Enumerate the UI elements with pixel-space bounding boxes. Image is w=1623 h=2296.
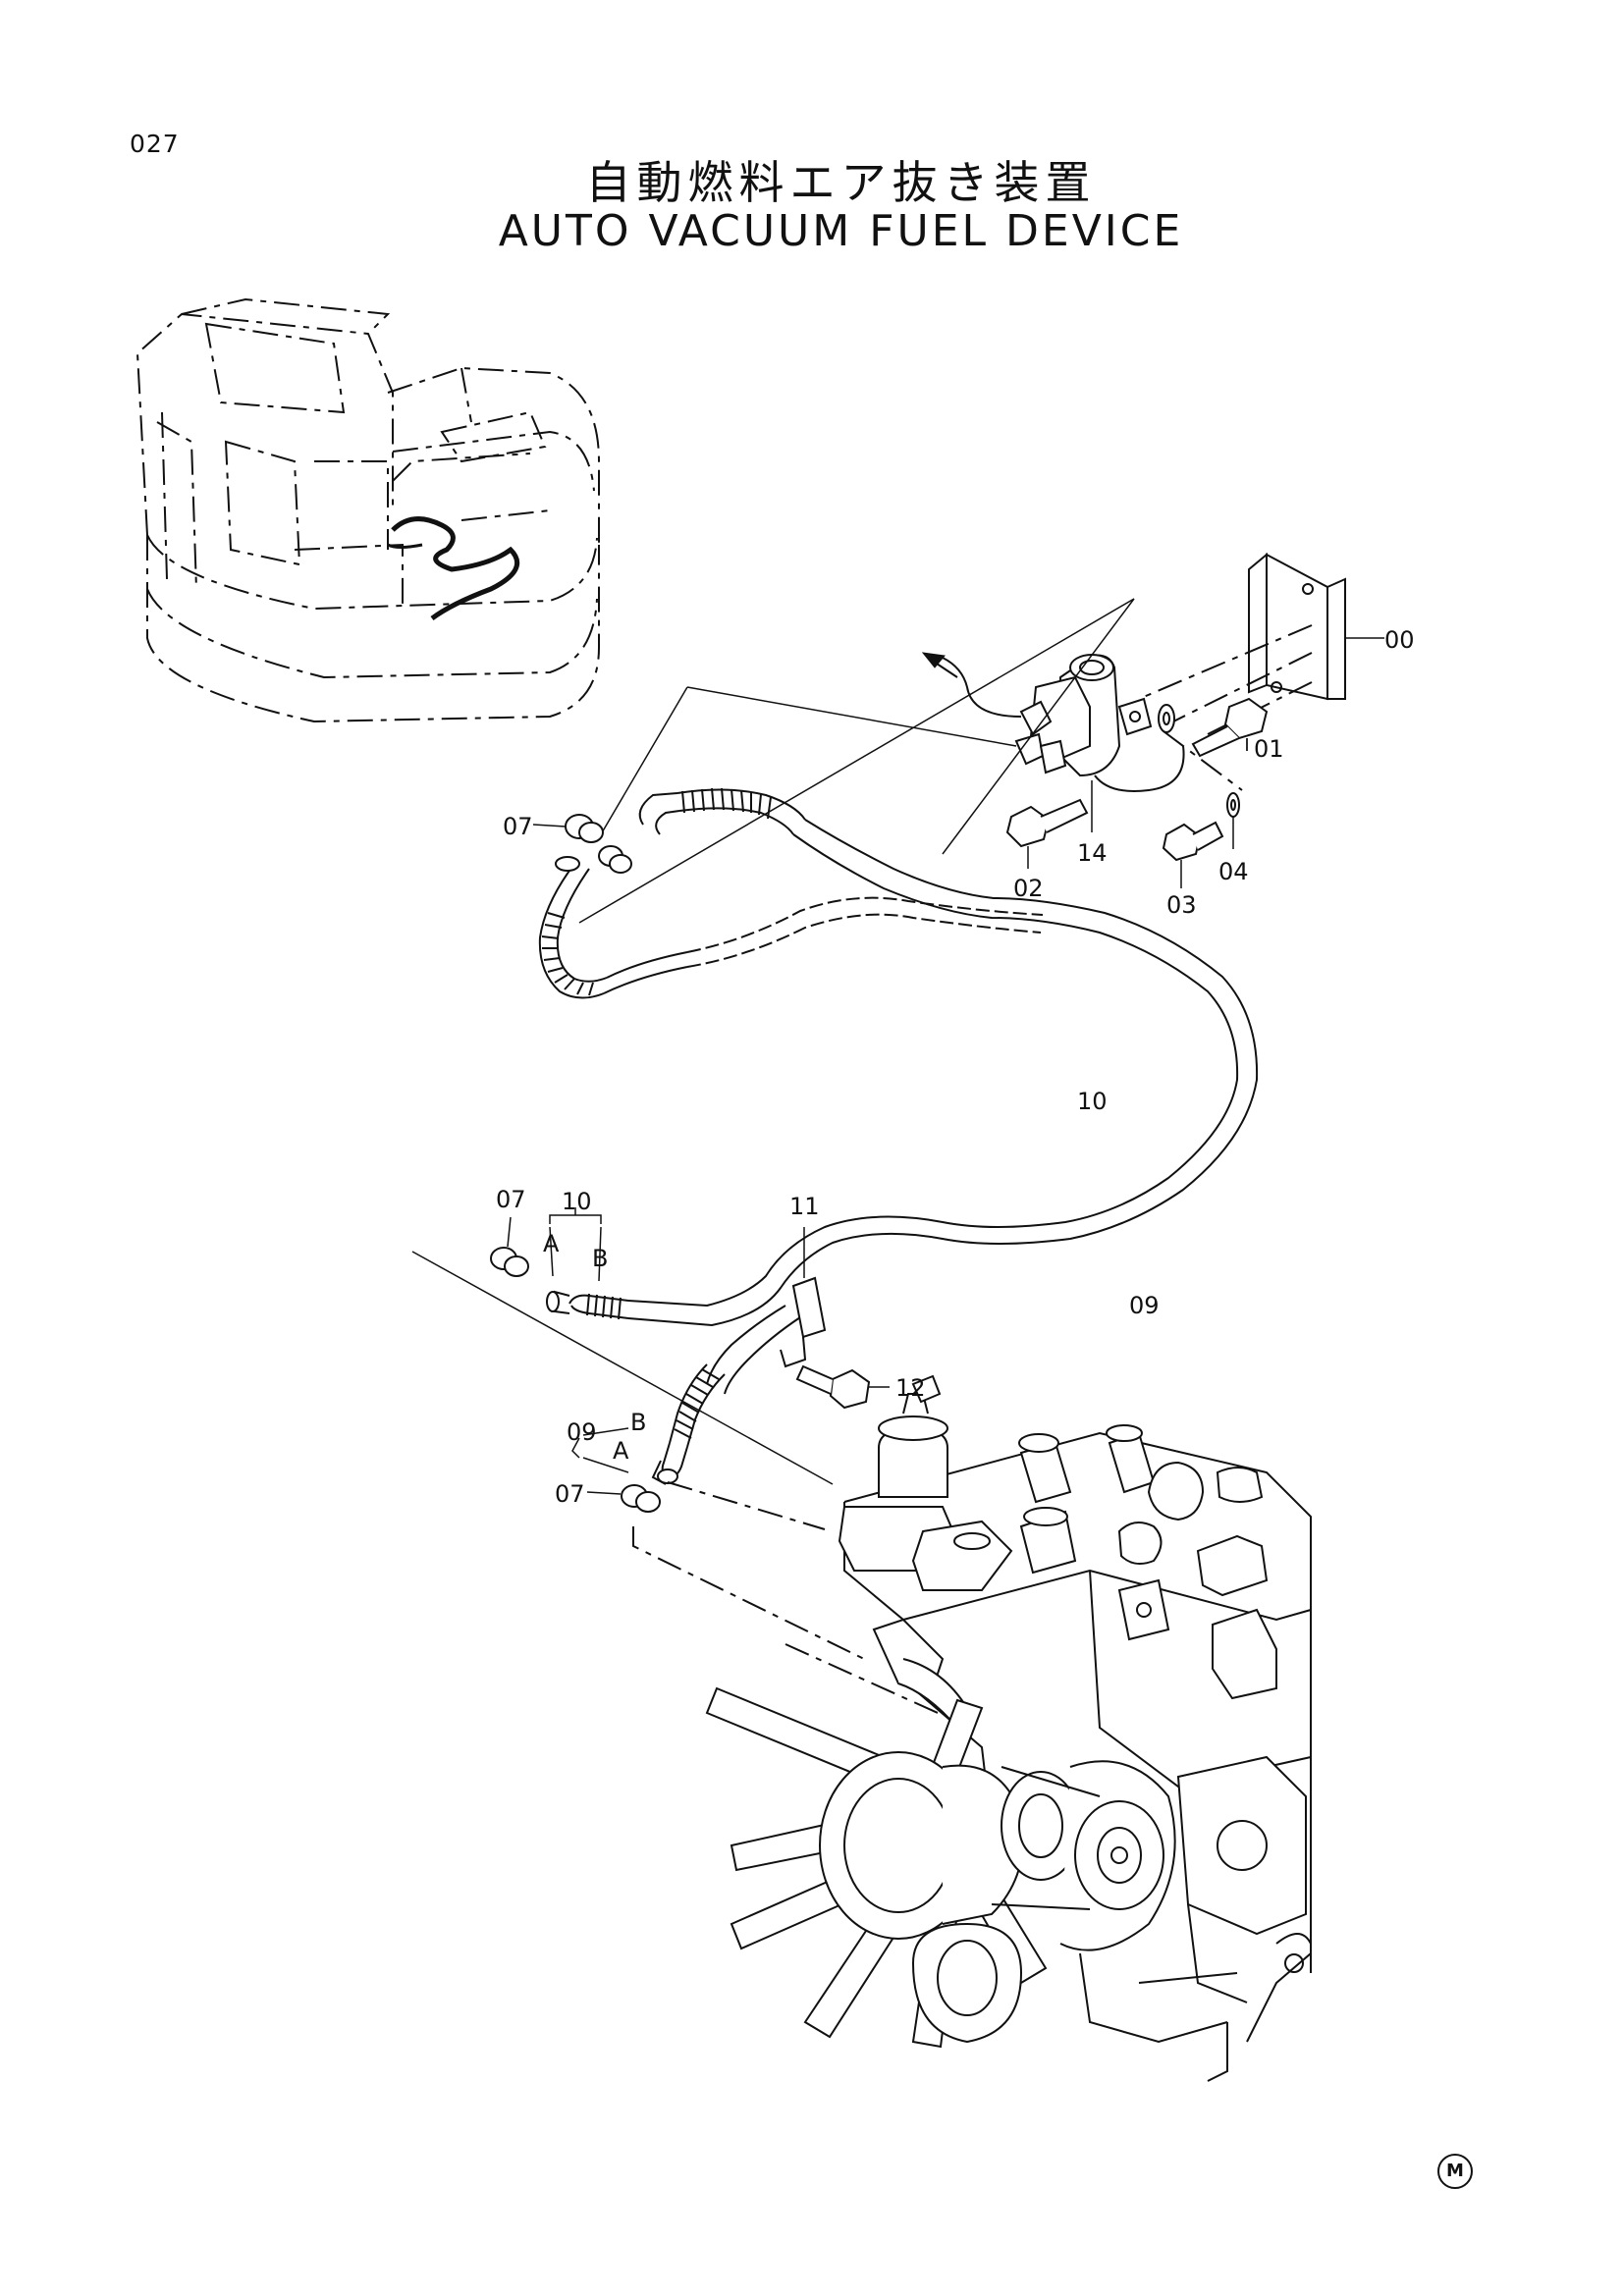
engine-drawing (705, 1374, 1312, 2082)
callout-00: 00 (1384, 626, 1415, 654)
page-number: 027 (130, 130, 180, 158)
callout-10-hose: 10 (1077, 1088, 1108, 1115)
upper-clamps-drawing (532, 814, 632, 874)
callout-07-low: 07 (555, 1480, 585, 1508)
callout-10-end: 10 (562, 1188, 592, 1215)
callout-01: 01 (1254, 735, 1284, 763)
callout-09-hose: 09 (1129, 1292, 1160, 1319)
cooling-fan-drawing (705, 1686, 1048, 2049)
hose-band-11-drawing (780, 1227, 827, 1368)
callout-09-end: 09 (567, 1418, 597, 1446)
bolt-12-drawing (795, 1364, 890, 1410)
callout-07-mid: 07 (496, 1186, 526, 1213)
callout-11: 11 (789, 1193, 820, 1220)
mounting-bracket-drawing (1248, 552, 1380, 701)
end-label-a-lower: A (613, 1437, 629, 1465)
hose-10-ends-drawing (546, 1207, 629, 1320)
upper-hose-drawing (538, 787, 806, 999)
bolt-01-drawing (1191, 697, 1269, 758)
end-label-b-upper: B (592, 1245, 608, 1272)
callout-04: 04 (1218, 858, 1249, 885)
hose-09-ends-drawing (571, 1427, 688, 1485)
bolt-03-drawing (1162, 821, 1224, 888)
end-label-a-upper: A (543, 1230, 560, 1257)
callout-14: 14 (1077, 839, 1108, 867)
title-japanese: 自動燃料エア抜き装置 (585, 156, 1097, 209)
excavator-overview-drawing (135, 297, 600, 723)
bolt-02-drawing (1005, 798, 1089, 869)
air-bleed-valve-drawing (921, 652, 1185, 832)
callout-07-top: 07 (503, 813, 533, 840)
end-label-b-lower: B (630, 1409, 646, 1436)
title-english: AUTO VACUUM FUEL DEVICE (498, 206, 1184, 256)
callout-03: 03 (1166, 891, 1197, 919)
callout-12: 12 (895, 1374, 926, 1402)
lower-clamps-drawing (490, 1216, 661, 1513)
main-fuel-hoses-drawing (627, 819, 1259, 1448)
washer-04-drawing (1226, 792, 1240, 849)
washer-drawing (1158, 704, 1175, 733)
callout-02: 02 (1013, 875, 1044, 902)
corner-mark-circle: M (1437, 2154, 1473, 2189)
